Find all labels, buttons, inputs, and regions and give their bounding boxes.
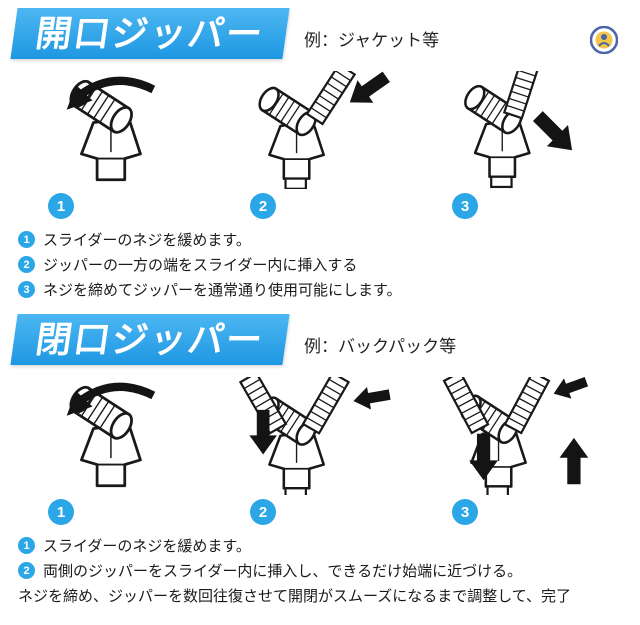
adjust-slider-illustration bbox=[432, 377, 596, 495]
instruction-text: ネジを締めてジッパーを通常通り使用可能にします。 bbox=[43, 282, 402, 299]
section-closed-zipper: 閉口ジッパー 例：バックパック等 1 2 3 bbox=[0, 306, 640, 606]
instruction-number-badge: 2 bbox=[18, 256, 35, 273]
steps-row: 1 2 3 bbox=[0, 377, 640, 525]
instruction-line: ネジを締め、ジッパーを数回往復させて開閉がスムーズになるまで調整して、完了 bbox=[18, 585, 640, 606]
instruction-line: 3 ネジを締めてジッパーを通常通り使用可能にします。 bbox=[18, 279, 640, 300]
section-title: 閉口ジッパー bbox=[33, 319, 267, 360]
instruction-number-badge: 1 bbox=[18, 231, 35, 248]
example-label: 例：バックパック等 bbox=[304, 337, 457, 356]
step-number-badge: 2 bbox=[250, 193, 276, 219]
instruction-text: スライダーのネジを緩めます。 bbox=[43, 232, 251, 249]
step-cell: 2 bbox=[224, 377, 416, 525]
brand-logo-icon bbox=[589, 25, 619, 55]
step-cell: 3 bbox=[426, 377, 618, 525]
instruction-line: 1 スライダーのネジを緩めます。 bbox=[18, 535, 640, 556]
step-number-badge: 1 bbox=[48, 499, 74, 525]
insert-both-sides-illustration bbox=[230, 377, 394, 495]
step-cell: 2 bbox=[224, 71, 416, 219]
banner-row: 開口ジッパー 例：ジャケット等 bbox=[0, 0, 640, 59]
step-number-badge: 3 bbox=[452, 193, 478, 219]
banner-row: 閉口ジッパー 例：バックパック等 bbox=[0, 306, 640, 365]
section-open-zipper: 開口ジッパー 例：ジャケット等 1 2 bbox=[0, 0, 640, 300]
instruction-list: 1 スライダーのネジを緩めます。 2 両側のジッパーをスライダー内に挿入し、でき… bbox=[0, 525, 640, 606]
insert-one-side-illustration bbox=[230, 71, 394, 189]
step-cell: 3 bbox=[426, 71, 618, 219]
step-number-badge: 2 bbox=[250, 499, 276, 525]
instruction-text: ジッパーの一方の端をスライダー内に挿入する bbox=[43, 257, 358, 274]
loosen-screw-illustration bbox=[28, 377, 192, 495]
instruction-text: 両側のジッパーをスライダー内に挿入し、できるだけ始端に近づける。 bbox=[43, 563, 523, 580]
loosen-screw-illustration bbox=[28, 71, 192, 189]
section-banner: 閉口ジッパー bbox=[10, 314, 290, 365]
steps-row: 1 2 3 bbox=[0, 71, 640, 219]
step-cell: 1 bbox=[22, 71, 214, 219]
example-label: 例：ジャケット等 bbox=[304, 31, 440, 50]
instruction-list: 1 スライダーのネジを緩めます。 2 ジッパーの一方の端をスライダー内に挿入する… bbox=[0, 219, 640, 300]
instruction-number-badge: 2 bbox=[18, 562, 35, 579]
instruction-line: 2 両側のジッパーをスライダー内に挿入し、できるだけ始端に近づける。 bbox=[18, 560, 640, 581]
instruction-number-badge: 1 bbox=[18, 537, 35, 554]
instruction-number-badge: 3 bbox=[18, 281, 35, 298]
step-number-badge: 3 bbox=[452, 499, 478, 525]
step-cell: 1 bbox=[22, 377, 214, 525]
section-title: 開口ジッパー bbox=[33, 13, 267, 54]
instruction-line: 2 ジッパーの一方の端をスライダー内に挿入する bbox=[18, 254, 640, 275]
section-banner: 開口ジッパー bbox=[10, 8, 290, 59]
instruction-text: スライダーのネジを緩めます。 bbox=[43, 538, 251, 555]
instruction-text: ネジを締め、ジッパーを数回往復させて開閉がスムーズになるまで調整して、完了 bbox=[18, 588, 572, 605]
tighten-screw-illustration bbox=[432, 71, 596, 189]
step-number-badge: 1 bbox=[48, 193, 74, 219]
instruction-line: 1 スライダーのネジを緩めます。 bbox=[18, 229, 640, 250]
